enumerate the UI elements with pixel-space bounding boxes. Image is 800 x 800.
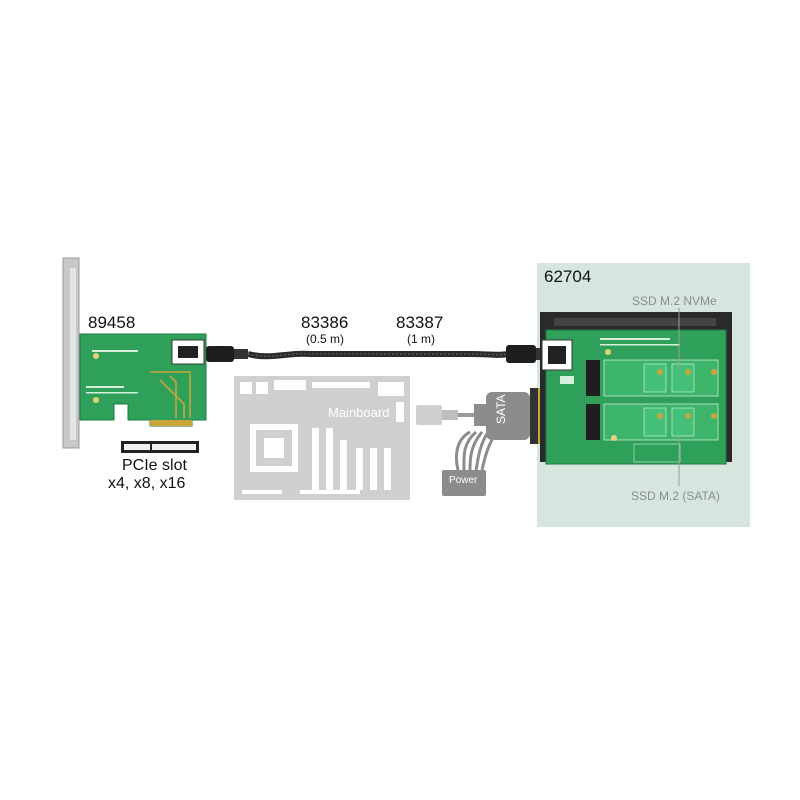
nvme-slot-label: SSD M.2 NVMe — [632, 294, 717, 308]
sata-slot-label: SSD M.2 (SATA) — [631, 489, 720, 503]
cable-a-length: (0.5 m) — [306, 332, 345, 346]
power-connector-label: Power — [449, 475, 478, 486]
sata-power-connector — [442, 388, 546, 496]
m2-enclosure — [540, 312, 732, 465]
mainboard-label: Mainboard — [328, 405, 390, 420]
cable-a — [206, 346, 380, 362]
cable-b-part-number: 83387 — [396, 313, 444, 332]
plug-symbol — [416, 405, 482, 425]
card-gold-fingers — [150, 420, 192, 426]
pcie-adapter-card — [62, 257, 207, 449]
pcie-slot-symbol — [121, 441, 199, 453]
pcie-slot-label-line2: x4, x8, x16 — [108, 475, 186, 492]
cable-b-length: (1 m) — [407, 332, 435, 346]
cable-b — [380, 345, 544, 363]
cable-a-part-number: 83386 — [301, 313, 349, 332]
enclosure-part-number: 62704 — [544, 267, 592, 286]
sata-connector-label: SATA — [494, 394, 508, 424]
mainboard-silhouette — [234, 376, 410, 500]
adapter-part-number: 89458 — [88, 313, 136, 332]
pcie-slot-label-line1: PCIe slot — [122, 457, 187, 474]
